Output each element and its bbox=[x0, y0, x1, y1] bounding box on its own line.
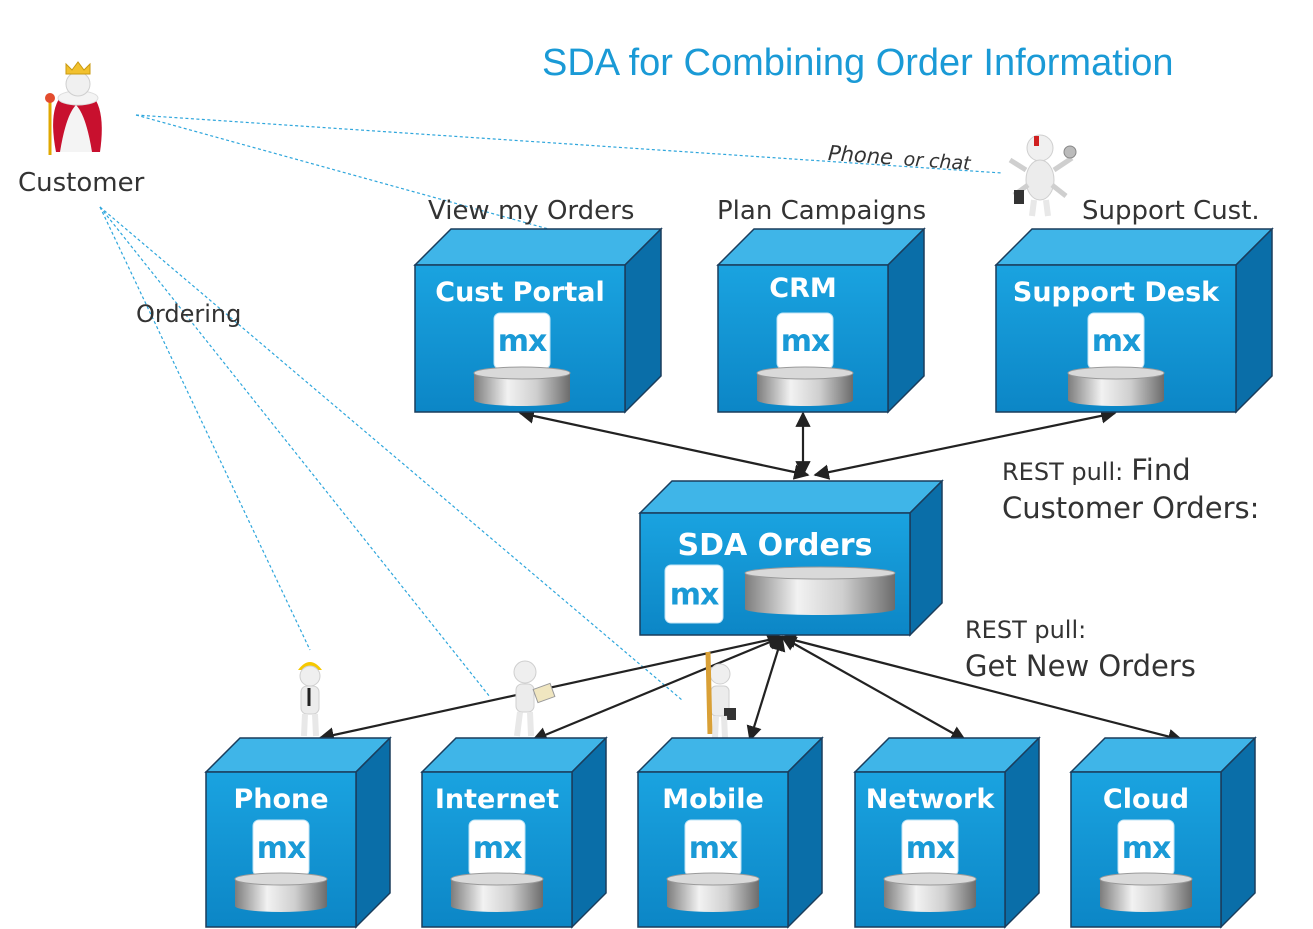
arrow-support-sda bbox=[813, 408, 1117, 480]
center-box-sda-orders[interactable]: SDA Orders mx bbox=[638, 479, 944, 637]
dashed-customer-support bbox=[135, 114, 1003, 174]
box-label: Cloud bbox=[1103, 784, 1189, 815]
ordering-label: Ordering bbox=[136, 300, 241, 328]
bottom-box-phone[interactable]: Phone mx bbox=[204, 736, 392, 929]
mx-logo-text: mx bbox=[257, 831, 306, 866]
top-box-cust-portal[interactable]: Cust Portal mx bbox=[413, 227, 663, 414]
box-label: Support Desk bbox=[1013, 277, 1220, 308]
mx-logo-icon: mx bbox=[252, 819, 310, 877]
dashed-connectors bbox=[99, 114, 1003, 701]
rest-get-line1: REST pull: bbox=[965, 616, 1086, 644]
top-box-support-desk[interactable]: Support Desk mx bbox=[994, 227, 1274, 414]
mx-logo-text: mx bbox=[1092, 324, 1141, 359]
top-box-crm[interactable]: CRM mx bbox=[716, 227, 926, 414]
database-icon bbox=[1067, 366, 1165, 406]
mx-logo-icon: mx bbox=[1087, 312, 1145, 370]
mx-logo-icon: mx bbox=[468, 819, 526, 877]
mx-logo-text: mx bbox=[689, 831, 738, 866]
support-cust-label: Support Cust. bbox=[1082, 196, 1260, 226]
bottom-box-cloud[interactable]: Cloud mx bbox=[1069, 736, 1257, 929]
database-icon bbox=[883, 872, 977, 912]
or-chat-word: or chat bbox=[903, 148, 973, 175]
box-label: Mobile bbox=[662, 784, 764, 815]
mx-logo-icon: mx bbox=[664, 564, 724, 624]
database-icon bbox=[450, 872, 544, 912]
mx-logo-text: mx bbox=[670, 577, 719, 612]
arrow-sda-network bbox=[780, 636, 967, 741]
box-label: SDA Orders bbox=[678, 528, 873, 563]
database-icon bbox=[234, 872, 328, 912]
bottom-box-internet[interactable]: Internet mx bbox=[420, 736, 608, 929]
box-side-face bbox=[1220, 736, 1256, 929]
mx-logo-icon: mx bbox=[684, 819, 742, 877]
bottom-box-network[interactable]: Network mx bbox=[853, 736, 1041, 929]
worker-hardhat-icon bbox=[298, 662, 322, 737]
box-label: CRM bbox=[769, 273, 836, 304]
phone-word: Phone bbox=[827, 141, 894, 169]
database-icon bbox=[744, 566, 896, 615]
box-side-face bbox=[787, 736, 823, 929]
support-person-icon bbox=[1008, 134, 1077, 217]
box-label: Internet bbox=[435, 784, 559, 815]
mx-logo-text: mx bbox=[498, 324, 547, 359]
box-label: Phone bbox=[233, 784, 328, 815]
database-icon bbox=[756, 366, 854, 406]
box-side-face bbox=[355, 736, 391, 929]
mx-logo-text: mx bbox=[781, 324, 830, 359]
box-top-face bbox=[413, 228, 663, 266]
mx-logo-text: mx bbox=[473, 831, 522, 866]
box-label: Network bbox=[866, 784, 996, 815]
mx-logo-icon: mx bbox=[776, 312, 834, 370]
database-icon bbox=[1099, 872, 1193, 912]
box-side-face bbox=[571, 736, 607, 929]
dashed-customer-phone bbox=[99, 206, 311, 651]
bottom-box-mobile[interactable]: Mobile mx bbox=[636, 736, 824, 929]
box-top-face bbox=[994, 228, 1274, 266]
rest-find-line2: Customer Orders: bbox=[1002, 491, 1259, 525]
rest-get-line2: Get New Orders bbox=[965, 649, 1196, 683]
database-icon bbox=[473, 366, 571, 406]
view-orders-label: View my Orders bbox=[428, 196, 634, 226]
box-top-face bbox=[638, 480, 944, 514]
dashed-customer-portal bbox=[135, 114, 553, 231]
phone-or-chat-label: Phone or chat bbox=[827, 141, 973, 175]
rest-find-line1: REST pull:Find bbox=[1002, 453, 1191, 487]
customer-label: Customer bbox=[18, 168, 145, 198]
svg-text:Phone or chat: Phone or chat bbox=[827, 141, 973, 175]
clipboard-person-icon bbox=[513, 660, 556, 737]
mx-logo-icon: mx bbox=[493, 312, 551, 370]
mx-logo-text: mx bbox=[906, 831, 955, 866]
mx-logo-icon: mx bbox=[1117, 819, 1175, 877]
pencil-person-icon bbox=[705, 651, 736, 739]
database-icon bbox=[666, 872, 760, 912]
arrow-portal-sda bbox=[518, 408, 810, 480]
arrow-sda-cloud bbox=[780, 632, 1184, 745]
arrow-sda-internet bbox=[531, 635, 784, 742]
diagram-title: SDA for Combining Order Information bbox=[542, 42, 1174, 84]
plan-campaigns-label: Plan Campaigns bbox=[717, 196, 926, 226]
box-label: Cust Portal bbox=[435, 277, 604, 308]
box-side-face bbox=[1004, 736, 1040, 929]
mx-logo-icon: mx bbox=[901, 819, 959, 877]
customer-king-icon bbox=[45, 61, 102, 155]
dashed-customer-mobile bbox=[99, 206, 683, 701]
mx-logo-text: mx bbox=[1122, 831, 1171, 866]
arrow-sda-mobile bbox=[746, 635, 786, 742]
